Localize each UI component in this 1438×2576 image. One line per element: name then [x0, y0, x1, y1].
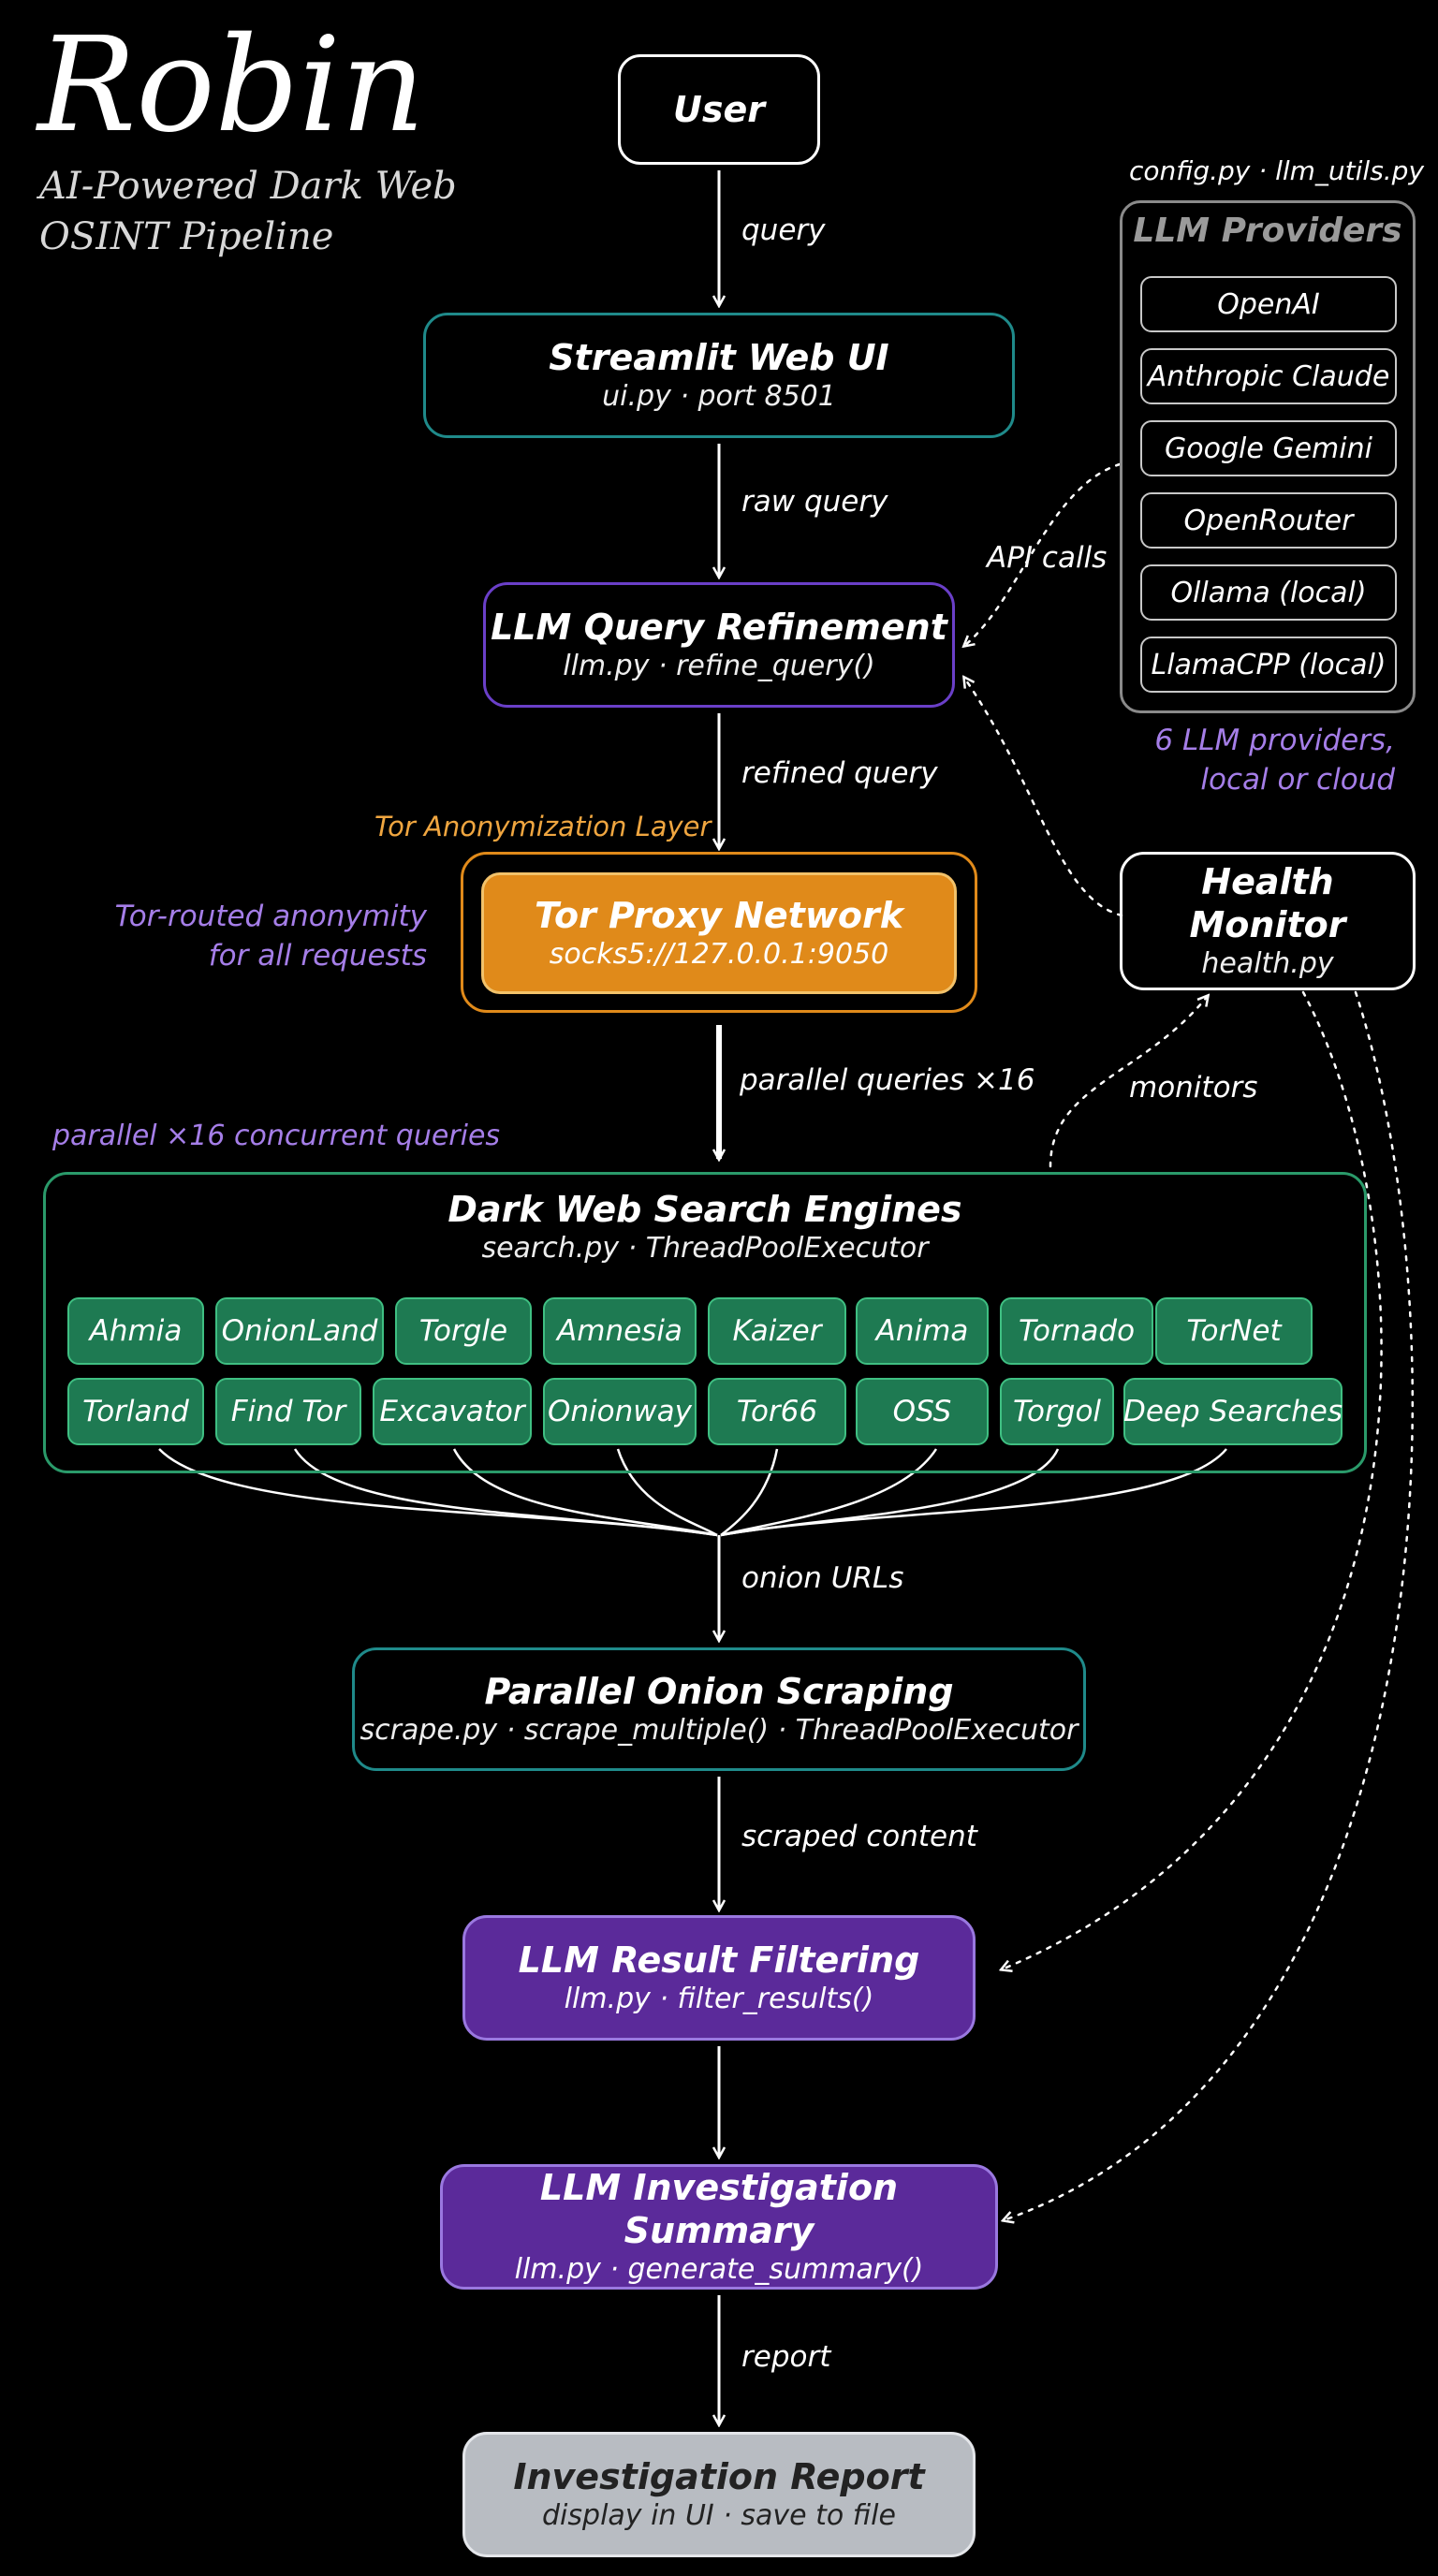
- node-health-monitor: Health Monitor health.py: [1120, 852, 1416, 990]
- node-summary-title: LLM Investigation Summary: [539, 2167, 899, 2251]
- node-llm-result-filtering: LLM Result Filtering llm.py · filter_res…: [462, 1915, 976, 2041]
- node-tor-title: Tor Proxy Network: [534, 895, 904, 936]
- edge-label-monitors: monitors: [1129, 1071, 1258, 1105]
- node-user: User: [618, 54, 820, 165]
- node-health-sub: health.py: [1201, 947, 1334, 980]
- providers-file-header: config.py · llm_utils.py: [1129, 155, 1425, 186]
- edge-label-onion-urls: onion URLs: [741, 1561, 904, 1595]
- subtitle-line-2: OSINT Pipeline: [39, 215, 334, 258]
- node-streamlit-title: Streamlit Web UI: [549, 337, 889, 378]
- edge-label-parallel-queries: parallel queries ×16: [740, 1063, 1035, 1097]
- edge-label-report: report: [741, 2340, 831, 2374]
- engine-oss: OSS: [856, 1378, 989, 1445]
- provider-google-gemini: Google Gemini: [1140, 420, 1397, 476]
- engine-ahmia: Ahmia: [67, 1297, 204, 1365]
- node-filter-sub: llm.py · filter_results(): [564, 1983, 874, 2015]
- node-tor-proxy: Tor Proxy Network socks5://127.0.0.1:905…: [481, 872, 957, 994]
- node-llm-investigation-summary: LLM Investigation Summary llm.py · gener…: [440, 2164, 998, 2290]
- engine-tornet: TorNet: [1155, 1297, 1313, 1365]
- provider-openrouter: OpenRouter: [1140, 492, 1397, 549]
- node-scrape-sub: scrape.py · scrape_multiple() · ThreadPo…: [360, 1714, 1078, 1747]
- providers-note: 6 LLM providers, local or cloud: [1105, 721, 1395, 799]
- node-llm-query-refinement: LLM Query Refinement llm.py · refine_que…: [483, 582, 955, 708]
- engine-torgle: Torgle: [395, 1297, 532, 1365]
- providers-panel: [1120, 200, 1416, 713]
- provider-llamacpp: LlamaCPP (local): [1140, 637, 1397, 693]
- node-search-sub: search.py · ThreadPoolExecutor: [481, 1232, 929, 1265]
- engine-find-tor: Find Tor: [215, 1378, 361, 1445]
- subtitle-line-1: AI-Powered Dark Web: [39, 165, 457, 208]
- node-health-title: Health Monitor: [1189, 861, 1346, 945]
- edge-label-api-calls: API calls: [987, 541, 1108, 575]
- node-search-title: Dark Web Search Engines: [448, 1189, 962, 1230]
- node-report-sub: display in UI · save to file: [542, 2499, 896, 2532]
- edge-label-scraped-content: scraped content: [741, 1820, 977, 1853]
- edge-label-query: query: [741, 213, 826, 247]
- node-tor-sub: socks5://127.0.0.1:9050: [549, 938, 889, 971]
- edge-label-raw-query: raw query: [741, 485, 888, 519]
- node-streamlit-sub: ui.py · port 8501: [602, 380, 836, 413]
- providers-title: LLM Providers: [1133, 212, 1402, 250]
- node-streamlit-ui: Streamlit Web UI ui.py · port 8501: [423, 313, 1015, 438]
- providers-note-line-2: local or cloud: [1200, 763, 1395, 797]
- tor-layer-label: Tor Anonymization Layer: [374, 811, 712, 842]
- node-user-title: User: [673, 89, 765, 130]
- search-parallel-note: parallel ×16 concurrent queries: [52, 1120, 501, 1152]
- engine-torgol: Torgol: [1000, 1378, 1114, 1445]
- page-title: Robin: [37, 9, 426, 162]
- node-report-title: Investigation Report: [513, 2456, 925, 2497]
- tor-side-note-line-1: Tor-routed anonymity: [114, 900, 427, 933]
- engine-torland: Torland: [67, 1378, 204, 1445]
- engine-kaizer: Kaizer: [708, 1297, 846, 1365]
- engine-anima: Anima: [856, 1297, 989, 1365]
- provider-openai: OpenAI: [1140, 276, 1397, 332]
- node-scrape-title: Parallel Onion Scraping: [484, 1671, 954, 1712]
- engine-tor66: Tor66: [708, 1378, 846, 1445]
- provider-anthropic-claude: Anthropic Claude: [1140, 348, 1397, 404]
- node-summary-sub: llm.py · generate_summary(): [514, 2253, 924, 2286]
- tor-layer-frame: [461, 852, 977, 1013]
- engine-onionland: OnionLand: [215, 1297, 384, 1365]
- node-refine-sub: llm.py · refine_query(): [563, 650, 875, 682]
- edge-label-refined-query: refined query: [741, 756, 938, 790]
- engine-excavator: Excavator: [373, 1378, 532, 1445]
- tor-side-note-line-2: for all requests: [208, 939, 427, 973]
- node-dark-web-search-engines: Dark Web Search Engines search.py · Thre…: [43, 1172, 1367, 1473]
- node-refine-title: LLM Query Refinement: [491, 607, 947, 648]
- node-parallel-onion-scraping: Parallel Onion Scraping scrape.py · scra…: [352, 1647, 1086, 1771]
- engine-deep-searches: Deep Searches: [1123, 1378, 1343, 1445]
- dashed-health-to-filter: [1002, 990, 1383, 1969]
- engine-tornado: Tornado: [1000, 1297, 1153, 1365]
- provider-ollama: Ollama (local): [1140, 564, 1397, 621]
- page-subtitle: AI-Powered Dark Web OSINT Pipeline: [39, 161, 489, 262]
- engine-onionway: Onionway: [543, 1378, 697, 1445]
- providers-note-line-1: 6 LLM providers,: [1154, 724, 1395, 757]
- node-filter-title: LLM Result Filtering: [518, 1939, 920, 1981]
- dashed-health-to-refine: [964, 678, 1123, 917]
- node-investigation-report: Investigation Report display in UI · sav…: [462, 2432, 976, 2557]
- engine-amnesia: Amnesia: [543, 1297, 697, 1365]
- tor-side-note: Tor-routed anonymity for all requests: [112, 897, 427, 975]
